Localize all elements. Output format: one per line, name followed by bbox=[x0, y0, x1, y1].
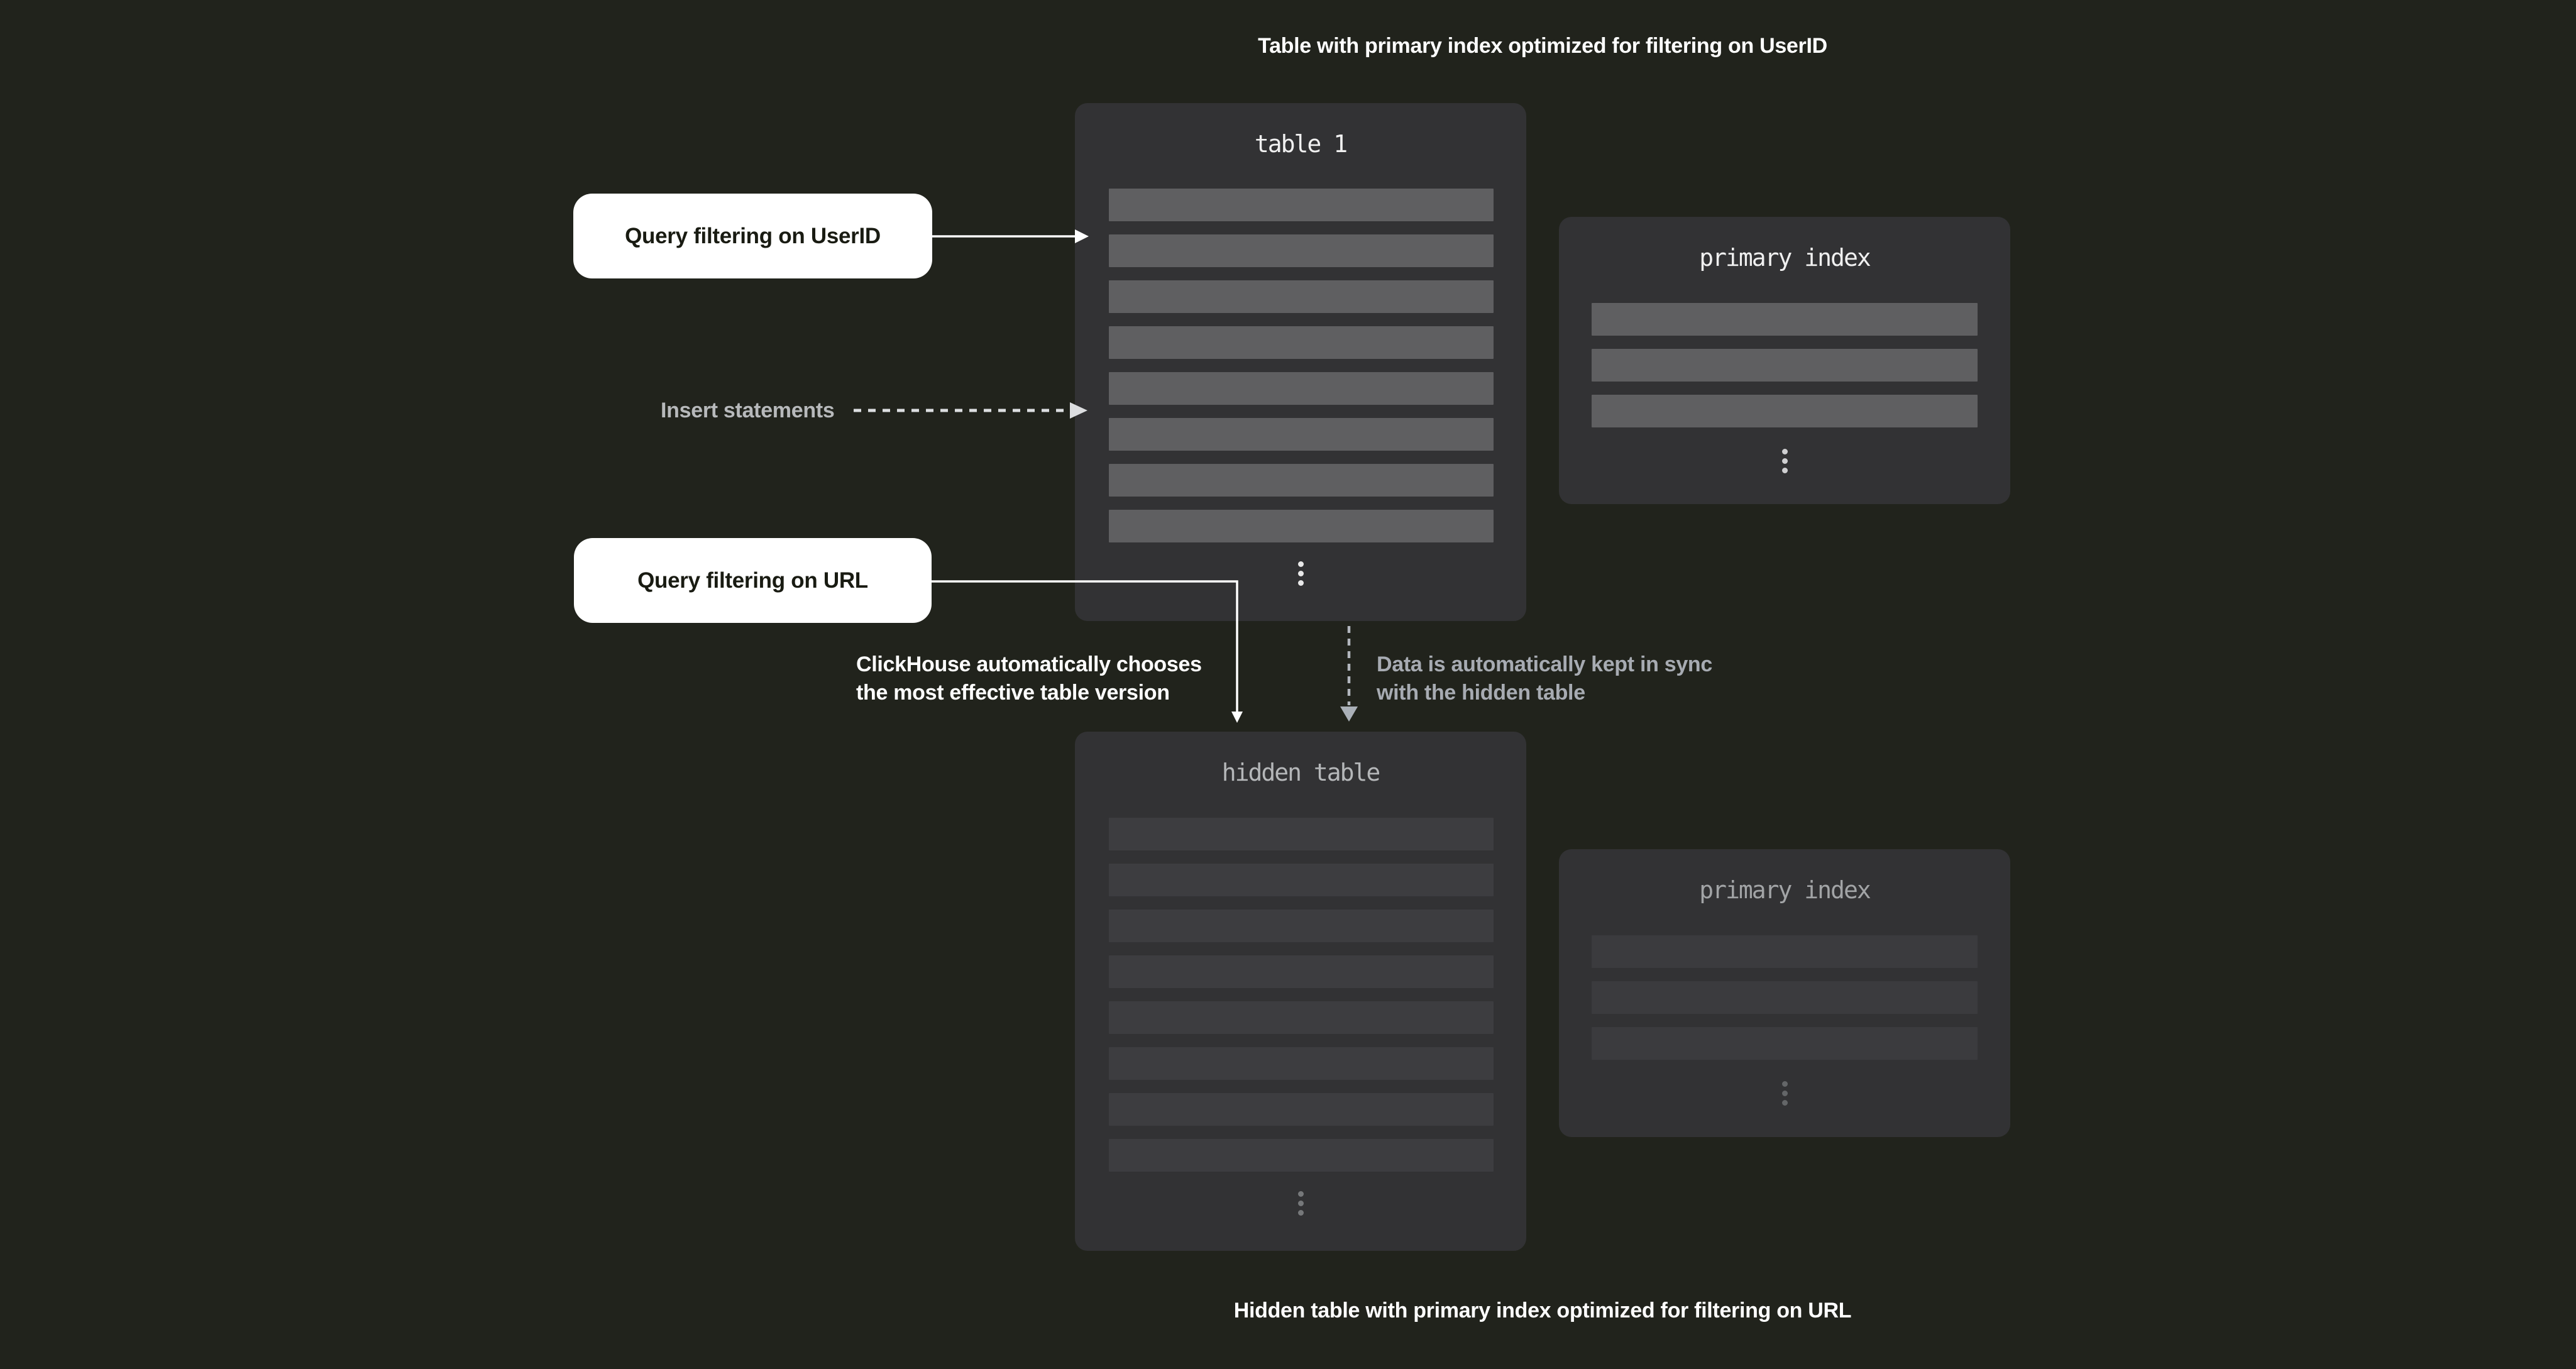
table-row bbox=[1109, 418, 1494, 451]
query-userid-callout: Query filtering on UserID bbox=[573, 194, 932, 278]
auto-choose-line2: the most effective table version bbox=[856, 681, 1170, 705]
vertical-ellipsis-icon bbox=[1559, 1079, 2010, 1108]
query-url-label: Query filtering on URL bbox=[637, 568, 868, 593]
table-row bbox=[1109, 955, 1494, 988]
auto-choose-line1: ClickHouse automatically chooses bbox=[856, 652, 1202, 676]
top-caption: Table with primary index optimized for f… bbox=[1258, 34, 1827, 58]
hidden-table-panel: hidden table bbox=[1075, 732, 1526, 1251]
table-row bbox=[1592, 1027, 1978, 1060]
primary-index-top-title: primary index bbox=[1699, 244, 1871, 272]
arrow-query-userid bbox=[932, 229, 1089, 243]
table-row bbox=[1109, 910, 1494, 942]
table-row bbox=[1592, 395, 1978, 427]
auto-choose-note: ClickHouse automatically chooses the mos… bbox=[856, 651, 1202, 707]
bottom-caption: Hidden table with primary index optimize… bbox=[1233, 1299, 1852, 1322]
primary-index-bottom-title: primary index bbox=[1699, 876, 1871, 904]
table-row bbox=[1109, 280, 1494, 313]
sync-line2: with the hidden table bbox=[1377, 681, 1585, 705]
table-row bbox=[1592, 935, 1978, 968]
table1-title: table 1 bbox=[1254, 130, 1348, 158]
table-row bbox=[1109, 864, 1494, 896]
vertical-ellipsis-icon bbox=[1075, 559, 1526, 588]
arrow-insert-statements bbox=[854, 402, 1087, 419]
hidden-table-rows bbox=[1109, 818, 1494, 1185]
table-row bbox=[1109, 1139, 1494, 1172]
table-row bbox=[1109, 464, 1494, 497]
sync-line1: Data is automatically kept in sync bbox=[1377, 652, 1712, 676]
table-row bbox=[1109, 1093, 1494, 1126]
table-row bbox=[1109, 326, 1494, 359]
sync-note: Data is automatically kept in sync with … bbox=[1377, 651, 1712, 707]
hidden-table-title: hidden table bbox=[1221, 759, 1381, 786]
table-row bbox=[1109, 818, 1494, 850]
table-row bbox=[1592, 981, 1978, 1014]
table-row bbox=[1592, 349, 1978, 382]
table-row bbox=[1109, 1047, 1494, 1080]
primary-index-top-panel: primary index bbox=[1559, 217, 2010, 504]
vertical-ellipsis-icon bbox=[1075, 1189, 1526, 1218]
query-userid-label: Query filtering on UserID bbox=[625, 223, 881, 248]
table-row bbox=[1109, 372, 1494, 405]
primary-index-bottom-rows bbox=[1592, 935, 1978, 1073]
query-url-callout: Query filtering on URL bbox=[574, 538, 932, 623]
primary-index-bottom-panel: primary index bbox=[1559, 849, 2010, 1137]
vertical-ellipsis-icon bbox=[1559, 447, 2010, 475]
primary-index-top-rows bbox=[1592, 303, 1978, 441]
table1-panel: table 1 bbox=[1075, 103, 1526, 621]
table-row bbox=[1109, 510, 1494, 542]
table1-rows bbox=[1109, 189, 1494, 556]
table-row bbox=[1109, 1001, 1494, 1034]
insert-statements-label: Insert statements bbox=[661, 399, 835, 422]
table-row bbox=[1109, 234, 1494, 267]
table-row bbox=[1592, 303, 1978, 336]
table-row bbox=[1109, 189, 1494, 221]
arrow-sync bbox=[1340, 626, 1358, 722]
